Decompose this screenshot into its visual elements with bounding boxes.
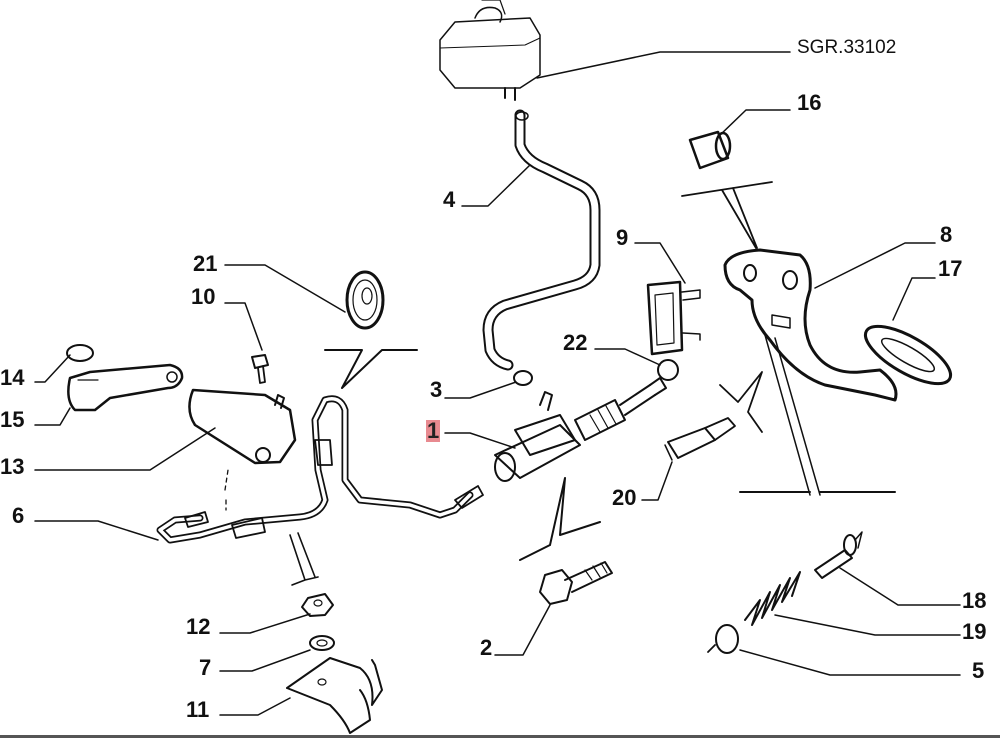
fluid-reservoir	[439, 0, 541, 101]
switch-pad	[646, 280, 701, 356]
brake-pipe	[156, 395, 484, 544]
leader-6	[34, 520, 159, 541]
callout-1[interactable]: 1	[426, 418, 441, 443]
leader-19	[774, 614, 961, 636]
callout-17[interactable]: 17	[938, 256, 963, 281]
hose	[482, 109, 601, 371]
leader-20	[641, 461, 673, 501]
leader-21	[224, 264, 346, 313]
bottom-border	[0, 735, 1000, 738]
leader-22	[594, 348, 661, 366]
callout-9[interactable]: 9	[616, 225, 629, 250]
callout-13[interactable]: 13	[0, 454, 25, 479]
callout-19[interactable]: 19	[962, 619, 987, 644]
leader-1	[444, 432, 516, 449]
leader-5	[739, 649, 961, 676]
callout-11[interactable]: 11	[186, 697, 210, 722]
assembly-line-cylinder	[519, 477, 601, 561]
bolt	[539, 561, 613, 605]
leader-11	[219, 697, 291, 716]
callout-12[interactable]: 12	[186, 614, 211, 639]
callout-21[interactable]: 21	[193, 251, 218, 276]
callout-4[interactable]: 4	[443, 187, 456, 212]
assembly-line-pipe	[289, 532, 319, 586]
callout-7[interactable]: 7	[199, 655, 212, 680]
assembly-line-sensor	[719, 371, 763, 433]
assembly-line-upper	[324, 349, 418, 389]
callout-20[interactable]: 20	[612, 485, 637, 510]
leader-4	[461, 164, 531, 207]
callout-16[interactable]: 16	[797, 90, 822, 115]
pedal-pad	[863, 324, 953, 386]
leader-8	[814, 242, 936, 289]
leader-17	[892, 277, 936, 321]
leader-18	[839, 567, 961, 606]
callout-6[interactable]: 6	[12, 503, 25, 528]
pedal-arm	[723, 248, 898, 496]
callout-10[interactable]: 10	[191, 284, 216, 309]
leader-7	[219, 649, 311, 672]
leader-3	[444, 381, 517, 399]
sensor	[664, 417, 736, 461]
callout-18[interactable]: 18	[962, 588, 987, 613]
release-lever	[67, 363, 184, 412]
master-cylinder	[494, 377, 667, 482]
callout-14[interactable]: 14	[0, 365, 25, 390]
bushing	[688, 130, 732, 170]
spring	[744, 571, 801, 626]
leader-13	[34, 427, 216, 471]
screw-10	[251, 354, 269, 384]
leader-sgr	[536, 51, 791, 79]
leader-12	[219, 613, 311, 634]
leader-2	[494, 604, 551, 656]
leader-9	[634, 242, 686, 284]
leader-14	[34, 354, 71, 383]
leader-10	[224, 302, 263, 351]
leader-15	[34, 407, 71, 426]
assembly-line-pedal	[681, 181, 773, 249]
hose-clamp	[513, 370, 533, 386]
callout-2[interactable]: 2	[480, 635, 493, 660]
cap-22	[657, 359, 679, 381]
bracket	[286, 657, 383, 734]
plate	[707, 624, 739, 654]
reference-code: SGR.33102	[797, 37, 897, 58]
callout-15[interactable]: 15	[0, 407, 25, 432]
callout-3[interactable]: 3	[430, 377, 443, 402]
washer-7	[309, 635, 335, 651]
callout-5[interactable]: 5	[972, 658, 985, 683]
washer-14	[66, 344, 94, 362]
pin	[814, 531, 863, 579]
callout-22[interactable]: 22	[563, 330, 588, 355]
nut	[301, 593, 334, 617]
leader-16	[717, 109, 791, 138]
slave-cylinder	[188, 388, 297, 511]
callout-8[interactable]: 8	[940, 222, 953, 247]
grommet	[345, 270, 385, 330]
